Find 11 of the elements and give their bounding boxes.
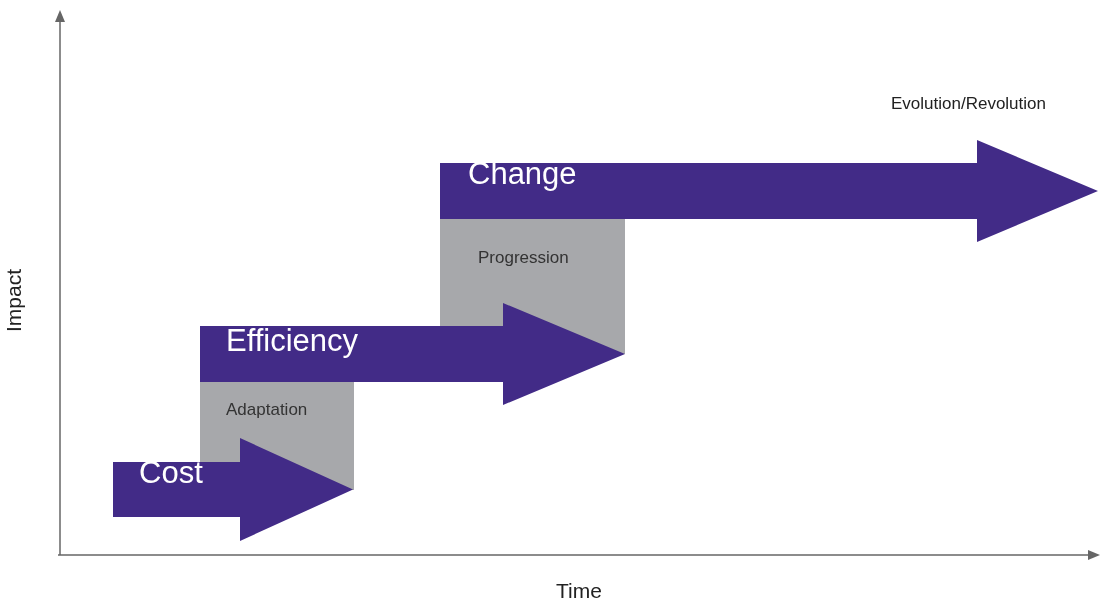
arrow-label: Change (468, 158, 577, 189)
step-label: Adaptation (226, 401, 308, 418)
axis-title: Impact (3, 269, 25, 332)
step-label: Progression (478, 249, 569, 266)
stage-label: Evolution/Revolution (891, 95, 1046, 112)
arrow-shape (200, 303, 625, 405)
axis-title: Time (556, 580, 602, 601)
arrow-shape (440, 140, 1098, 242)
arrow-label: Cost (139, 457, 203, 488)
arrow-shape (113, 438, 353, 541)
arrow-label: Efficiency (226, 325, 359, 356)
